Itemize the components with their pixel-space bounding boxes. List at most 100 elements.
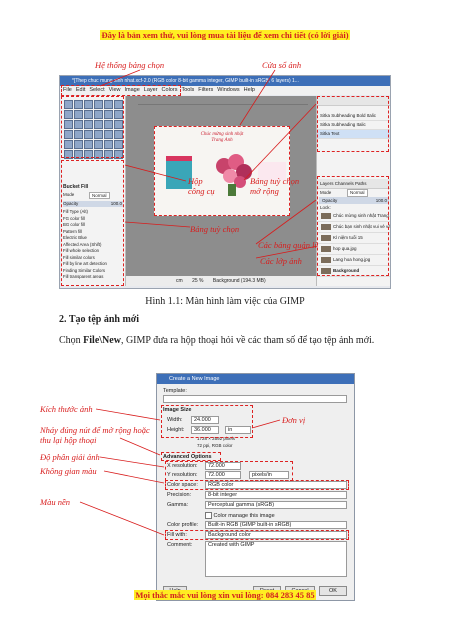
font-list-item[interactable]: Sitka Subheading Bold Italic: [317, 112, 390, 121]
tool-icon[interactable]: [114, 120, 123, 129]
menu-file[interactable]: File: [63, 87, 72, 93]
layer-row[interactable]: Lang hoa hong.jpg: [317, 255, 390, 266]
yres-input[interactable]: 72.000: [205, 471, 241, 479]
fill-option-item[interactable]: Finding Similar Colors: [63, 267, 106, 273]
layer-row[interactable]: hop qua.jpg: [317, 244, 390, 255]
label-expand: Nháy đúng nút để mở rộng hoặc thu lại hộ…: [40, 425, 150, 445]
tool-icon[interactable]: [104, 150, 113, 159]
tool-icon[interactable]: [74, 110, 83, 119]
tool-icon[interactable]: [104, 140, 113, 149]
tool-icon[interactable]: [74, 130, 83, 139]
gamma-select[interactable]: Perceptual gamma (sRGB): [205, 501, 347, 509]
tool-icon[interactable]: [114, 140, 123, 149]
font-list-item[interactable]: Sitka Text: [317, 130, 390, 139]
res-unit-select[interactable]: pixels/in: [249, 471, 289, 479]
fill-option-item[interactable]: Fill Type (Alt): [63, 209, 88, 214]
fill-option-item[interactable]: Fill by line art detection: [63, 261, 107, 266]
color-manage-checkbox[interactable]: Color manage this image: [205, 512, 275, 519]
tool-icon[interactable]: [114, 150, 123, 159]
menu-image[interactable]: Image: [124, 87, 140, 93]
layers-mode-select[interactable]: Normal: [347, 189, 368, 197]
tool-icon[interactable]: [114, 110, 123, 119]
layer-row[interactable]: Background: [317, 266, 390, 277]
fill-option-item[interactable]: Pattern fill: [63, 228, 83, 234]
tool-icon[interactable]: [74, 140, 83, 149]
menu-colors[interactable]: Colors: [161, 87, 178, 93]
fill-option-item[interactable]: Fill transparent areas: [63, 274, 104, 279]
tool-icon[interactable]: [94, 140, 103, 149]
layers-tabs[interactable]: Layers Channels Paths: [317, 179, 390, 189]
tool-icon[interactable]: [94, 100, 103, 109]
image-size-highlight: [161, 405, 253, 438]
tool-icon[interactable]: [114, 130, 123, 139]
fill-option-item[interactable]: Fill similar colors: [63, 254, 95, 260]
tool-icon[interactable]: [84, 100, 93, 109]
tool-icon[interactable]: [64, 110, 73, 119]
tool-icon[interactable]: [64, 140, 73, 149]
fill-option-item[interactable]: Electric Blue: [63, 235, 87, 240]
status-unit[interactable]: cm: [176, 278, 183, 284]
menu-layer[interactable]: Layer: [143, 87, 158, 93]
layer-row[interactable]: Chúc mừng sinh nhật Trang Anh: [317, 211, 390, 222]
menu-tools[interactable]: Tools: [181, 87, 195, 93]
font-list-item[interactable]: Sitka Subheading Italic: [317, 121, 390, 130]
menu-windows[interactable]: Windows: [217, 87, 240, 93]
color-profile-select[interactable]: Built-in RGB (GIMP built-in sRGB): [205, 521, 347, 529]
right-dock: Sitka Subheading Bold Italic Sitka Subhe…: [316, 96, 390, 286]
tool-icon[interactable]: [74, 120, 83, 129]
image-size-header: Image Size: [163, 407, 192, 413]
advanced-header[interactable]: Advanced Options: [163, 454, 212, 460]
tool-icon[interactable]: [94, 130, 103, 139]
tool-icon[interactable]: [64, 120, 73, 129]
fill-option-item[interactable]: BG color fill: [63, 222, 85, 227]
tool-icon[interactable]: [104, 100, 113, 109]
layers-opacity-slider[interactable]: Opacity 100.0: [319, 197, 389, 204]
new-image-dialog-figure: Create a New Image Template: Image Size …: [156, 373, 355, 601]
tool-icon[interactable]: [84, 150, 93, 159]
tool-icon[interactable]: [84, 140, 93, 149]
menu-select[interactable]: Select: [89, 87, 105, 93]
template-select[interactable]: [163, 395, 347, 403]
tool-icon[interactable]: [104, 120, 113, 129]
unit-select[interactable]: in: [225, 426, 251, 434]
menu-edit[interactable]: Edit: [75, 87, 86, 93]
fill-option-item[interactable]: FG color fill: [63, 215, 85, 221]
precision-select[interactable]: 8-bit integer: [205, 491, 347, 499]
tool-icon[interactable]: [94, 120, 103, 129]
dock-tabs[interactable]: [317, 96, 390, 106]
tool-icon[interactable]: [94, 110, 103, 119]
tool-icon[interactable]: [74, 100, 83, 109]
layer-row[interactable]: Kỉ niệm tuổi 15: [317, 233, 390, 244]
tool-icon[interactable]: [94, 150, 103, 159]
tool-icon[interactable]: [84, 120, 93, 129]
menu-filters[interactable]: Filters: [198, 87, 214, 93]
tool-icon[interactable]: [64, 150, 73, 159]
color-space-select[interactable]: RGB color: [205, 481, 347, 489]
tool-icon[interactable]: [104, 130, 113, 139]
comment-textarea[interactable]: Created with GIMP: [205, 541, 347, 577]
fill-select[interactable]: Background color: [205, 531, 347, 539]
menu-help[interactable]: Help: [243, 87, 255, 93]
mode-select[interactable]: Normal: [89, 192, 110, 199]
status-bar: cm 25 % Background (194.3 MB): [126, 276, 316, 286]
width-input[interactable]: 24.000: [191, 416, 219, 424]
tool-icon[interactable]: [84, 110, 93, 119]
height-input[interactable]: 36.000: [191, 426, 219, 434]
fill-option-item[interactable]: Fill whole selection: [63, 248, 100, 253]
opacity-slider[interactable]: Opacity 100.0: [63, 201, 123, 207]
label-image-size: Kích thước ảnh: [40, 404, 93, 414]
tool-icon[interactable]: [84, 130, 93, 139]
tool-icon[interactable]: [104, 110, 113, 119]
checkbox-icon[interactable]: [205, 512, 212, 519]
tool-icon[interactable]: [74, 150, 83, 159]
status-zoom[interactable]: 25 %: [192, 278, 204, 284]
fill-option-item[interactable]: Affected Area (Shift): [63, 241, 102, 247]
tool-options-title: Bucket Fill: [63, 184, 89, 190]
tool-icon[interactable]: [64, 100, 73, 109]
menu-view[interactable]: View: [108, 87, 121, 93]
ok-button[interactable]: OK: [319, 586, 347, 596]
layer-row[interactable]: Chúc bạn sinh nhật vui vẻ và lu...: [317, 222, 390, 233]
xres-input[interactable]: 72.000: [205, 462, 241, 470]
tool-icon[interactable]: [114, 100, 123, 109]
tool-icon[interactable]: [64, 130, 73, 139]
